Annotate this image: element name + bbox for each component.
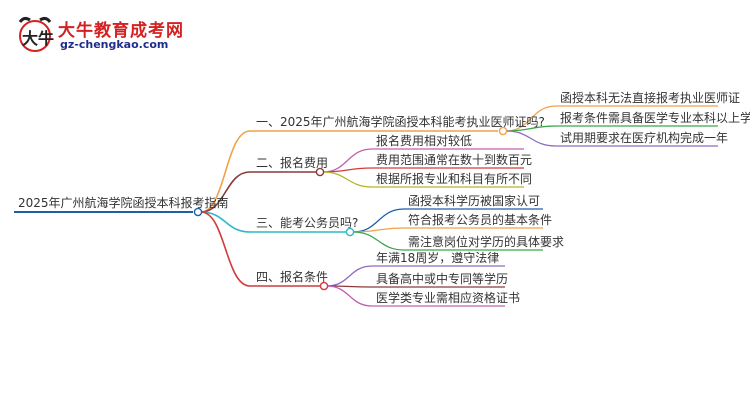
bull-logo-icon: 大牛 <box>18 16 54 52</box>
branch-collapse-toggle-3[interactable] <box>345 227 355 237</box>
branch-topic-3: 三、能考公务员吗? <box>256 215 358 230</box>
logo-brand-name: 大牛教育成考网 <box>58 21 184 41</box>
leaf-connector-4-1 <box>326 265 373 287</box>
leaf-connector-1-3 <box>505 130 557 147</box>
leaf-topic-4-3: 医学类专业需相应资格证书 <box>376 290 520 305</box>
leaf-topic-4-2: 具备高中或中专同等学历 <box>376 271 508 286</box>
leaf-topic-3-1: 函授本科学历被国家认可 <box>408 193 540 208</box>
leaf-topic-2-1: 报名费用相对较低 <box>376 133 472 148</box>
branch-connector-1 <box>200 130 251 213</box>
branch-connector-4 <box>200 211 251 287</box>
logo-mark-text: 大牛 <box>22 29 54 48</box>
site-logo[interactable]: 大牛 大牛教育成考网 gz-chengkao.com <box>14 14 184 58</box>
leaf-connector-2-2 <box>322 167 373 173</box>
leaf-topic-2-3: 根据所报专业和科目有所不同 <box>376 171 532 186</box>
branch-connector-2 <box>200 171 251 213</box>
branch-topic-2: 二、报名费用 <box>256 155 328 170</box>
leaf-connector-3-3 <box>352 231 405 251</box>
leaf-topic-4-1: 年满18周岁，遵守法律 <box>376 250 499 265</box>
mind-map-edges <box>14 105 718 307</box>
leaf-topic-1-1: 函授本科无法直接报考执业医师证 <box>560 90 740 105</box>
branch-collapse-toggle-2[interactable] <box>315 167 325 177</box>
mind-map-nodes: 2025年广州航海学院函授本科报考指南 一、2025年广州航海学院函授本科能考执业… <box>18 90 750 305</box>
leaf-topic-3-3: 需注意岗位对学历的具体要求 <box>408 234 564 249</box>
logo-url: gz-chengkao.com <box>60 38 169 51</box>
branch-topic-4: 四、报名条件 <box>256 269 328 284</box>
leaf-connector-3-2 <box>352 227 405 233</box>
branch-collapse-toggle-1[interactable] <box>498 126 508 136</box>
leaf-topic-1-3: 试用期要求在医疗机构完成一年 <box>560 130 728 145</box>
branch-connector-3 <box>200 211 251 233</box>
leaf-connector-2-3 <box>322 171 373 188</box>
root-topic: 2025年广州航海学院函授本科报考指南 <box>18 195 229 210</box>
leaf-topic-2-2: 费用范围通常在数十到数百元 <box>376 152 532 167</box>
leaf-topic-1-2: 报考条件需具备医学专业本科以上学历 <box>560 110 750 125</box>
branch-collapse-toggle-4[interactable] <box>319 281 329 291</box>
leaf-connector-4-3 <box>326 285 373 307</box>
branch-topic-1: 一、2025年广州航海学院函授本科能考执业医师证吗? <box>256 114 545 129</box>
root-collapse-toggle[interactable] <box>193 207 203 217</box>
leaf-topic-3-2: 符合报考公务员的基本条件 <box>408 212 552 227</box>
